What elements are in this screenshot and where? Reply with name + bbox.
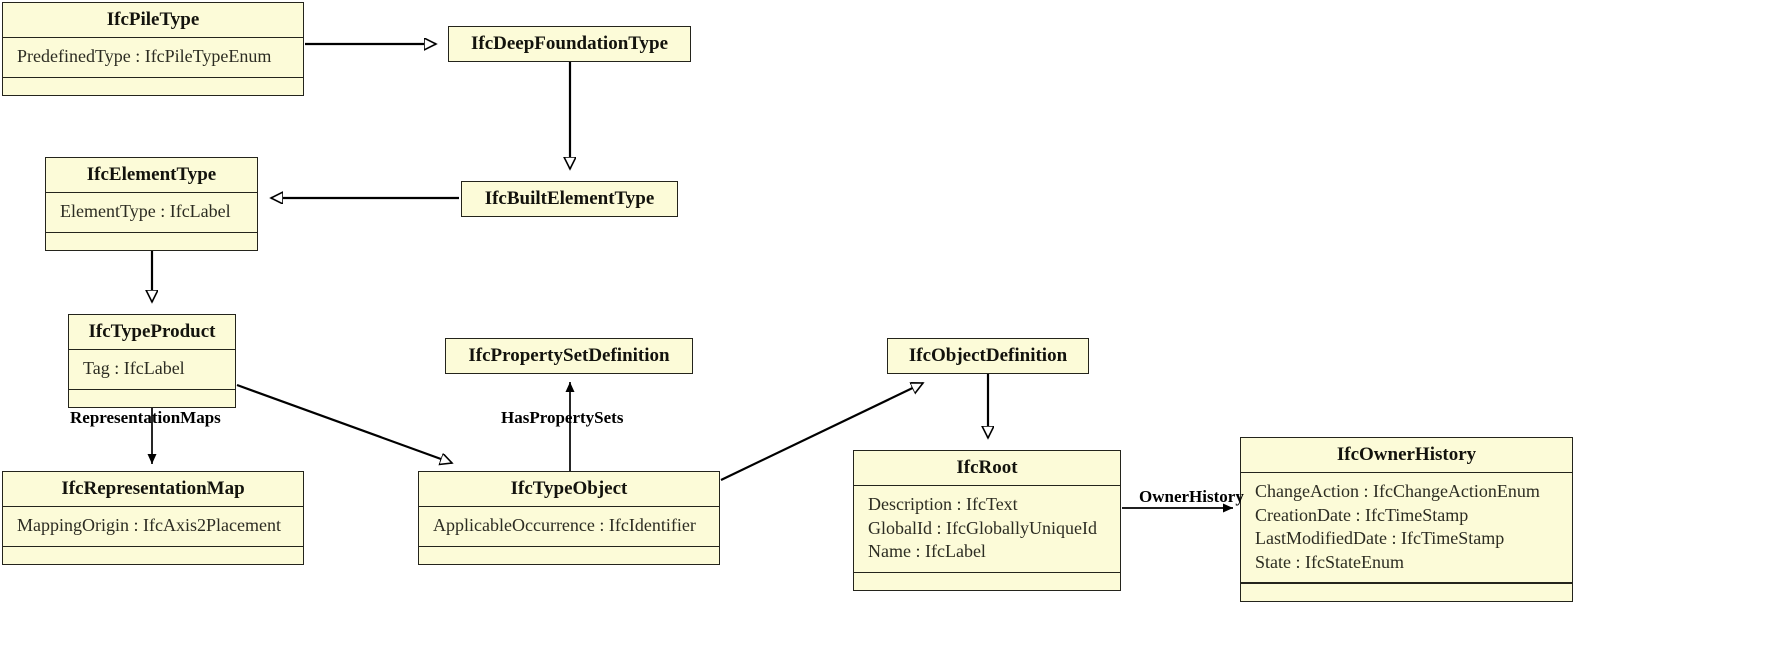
attribute-row: CreationDate : IfcTimeStamp <box>1255 504 1469 525</box>
class-box-ifcrepresentationmap[interactable]: IfcRepresentationMap MappingOrigin : Ifc… <box>2 471 304 566</box>
class-attributes: Tag : IfcLabel <box>69 350 235 388</box>
compartment-divider <box>69 348 235 351</box>
class-attributes: Description : IfcText GlobalId : IfcGlob… <box>854 486 1120 571</box>
compartment-divider <box>854 484 1120 487</box>
attribute-row: ChangeAction : IfcChangeActionEnum <box>1255 481 1540 502</box>
class-box-ifcownerhistory[interactable]: IfcOwnerHistory ChangeAction : IfcChange… <box>1240 437 1573 602</box>
class-title: IfcRoot <box>956 457 1018 478</box>
class-operations <box>419 547 719 564</box>
attribute-row: MappingOrigin : IfcAxis2Placement <box>17 515 281 536</box>
compartment-divider <box>1241 471 1572 474</box>
class-box-ifcdeepfoundationtype[interactable]: IfcDeepFoundationType <box>448 26 691 62</box>
attribute-row: ApplicableOccurrence : IfcIdentifier <box>433 515 696 536</box>
attribute-row: Description : IfcText <box>868 494 1018 515</box>
class-title: IfcElementType <box>86 164 217 185</box>
class-operations <box>854 573 1120 590</box>
compartment-divider <box>46 191 257 194</box>
class-box-ifcpropertysetdefinition[interactable]: IfcPropertySetDefinition <box>445 338 693 374</box>
class-box-ifcroot[interactable]: IfcRoot Description : IfcText GlobalId :… <box>853 450 1121 592</box>
attribute-row: GlobalId : IfcGloballyUniqueId <box>868 517 1097 538</box>
attribute-row: ElementType : IfcLabel <box>60 201 231 222</box>
class-box-ifcpiletype[interactable]: IfcPileType PredefinedType : IfcPileType… <box>2 2 304 97</box>
attribute-row: PredefinedType : IfcPileTypeEnum <box>17 46 272 67</box>
class-box-ifcbuiltelementtype[interactable]: IfcBuiltElementType <box>461 181 678 217</box>
compartment-divider <box>3 76 303 79</box>
class-operations <box>46 233 257 250</box>
class-box-ifctypeproduct[interactable]: IfcTypeProduct Tag : IfcLabel <box>68 314 236 409</box>
compartment-divider <box>854 571 1120 574</box>
edge-typeproduct-to-typeobject <box>236 383 452 463</box>
compartment-divider <box>419 545 719 548</box>
class-title: IfcPropertySetDefinition <box>468 345 670 366</box>
compartment-divider <box>46 231 257 234</box>
class-attributes: ApplicableOccurrence : IfcIdentifier <box>419 507 719 545</box>
class-title: IfcBuiltElementType <box>484 188 655 209</box>
class-box-ifctypeobject[interactable]: IfcTypeObject ApplicableOccurrence : Ifc… <box>418 471 720 566</box>
class-box-ifcobjectdefinition[interactable]: IfcObjectDefinition <box>887 338 1089 374</box>
class-title: IfcObjectDefinition <box>908 345 1068 366</box>
compartment-divider <box>3 545 303 548</box>
class-title: IfcTypeProduct <box>88 321 216 342</box>
class-operations <box>3 78 303 95</box>
class-title: IfcTypeObject <box>510 478 628 499</box>
compartment-divider <box>419 505 719 508</box>
attribute-row: Tag : IfcLabel <box>83 358 185 379</box>
class-operations <box>1241 584 1572 601</box>
class-attributes: PredefinedType : IfcPileTypeEnum <box>3 38 303 76</box>
class-attributes: ChangeAction : IfcChangeActionEnum Creat… <box>1241 473 1572 582</box>
edge-label-haspropertysets: HasPropertySets <box>501 408 624 427</box>
class-operations <box>69 390 235 407</box>
class-box-ifcelementtype[interactable]: IfcElementType ElementType : IfcLabel <box>45 157 258 252</box>
edge-label-ownerhistory: OwnerHistory <box>1139 487 1244 506</box>
attribute-row: LastModifiedDate : IfcTimeStamp <box>1255 528 1505 549</box>
compartment-divider <box>69 388 235 391</box>
class-attributes: ElementType : IfcLabel <box>46 193 257 231</box>
attribute-row: Name : IfcLabel <box>868 541 986 562</box>
class-operations <box>3 547 303 564</box>
class-title: IfcDeepFoundationType <box>470 33 669 54</box>
class-attributes: MappingOrigin : IfcAxis2Placement <box>3 507 303 545</box>
class-title: IfcOwnerHistory <box>1336 444 1477 465</box>
compartment-divider <box>1241 582 1572 584</box>
compartment-divider <box>3 36 303 39</box>
compartment-divider <box>3 505 303 508</box>
attribute-row: State : IfcStateEnum <box>1255 551 1404 572</box>
class-title: IfcPileType <box>106 9 200 30</box>
edge-label-representationmaps: RepresentationMaps <box>70 408 221 427</box>
class-title: IfcRepresentationMap <box>61 478 245 499</box>
